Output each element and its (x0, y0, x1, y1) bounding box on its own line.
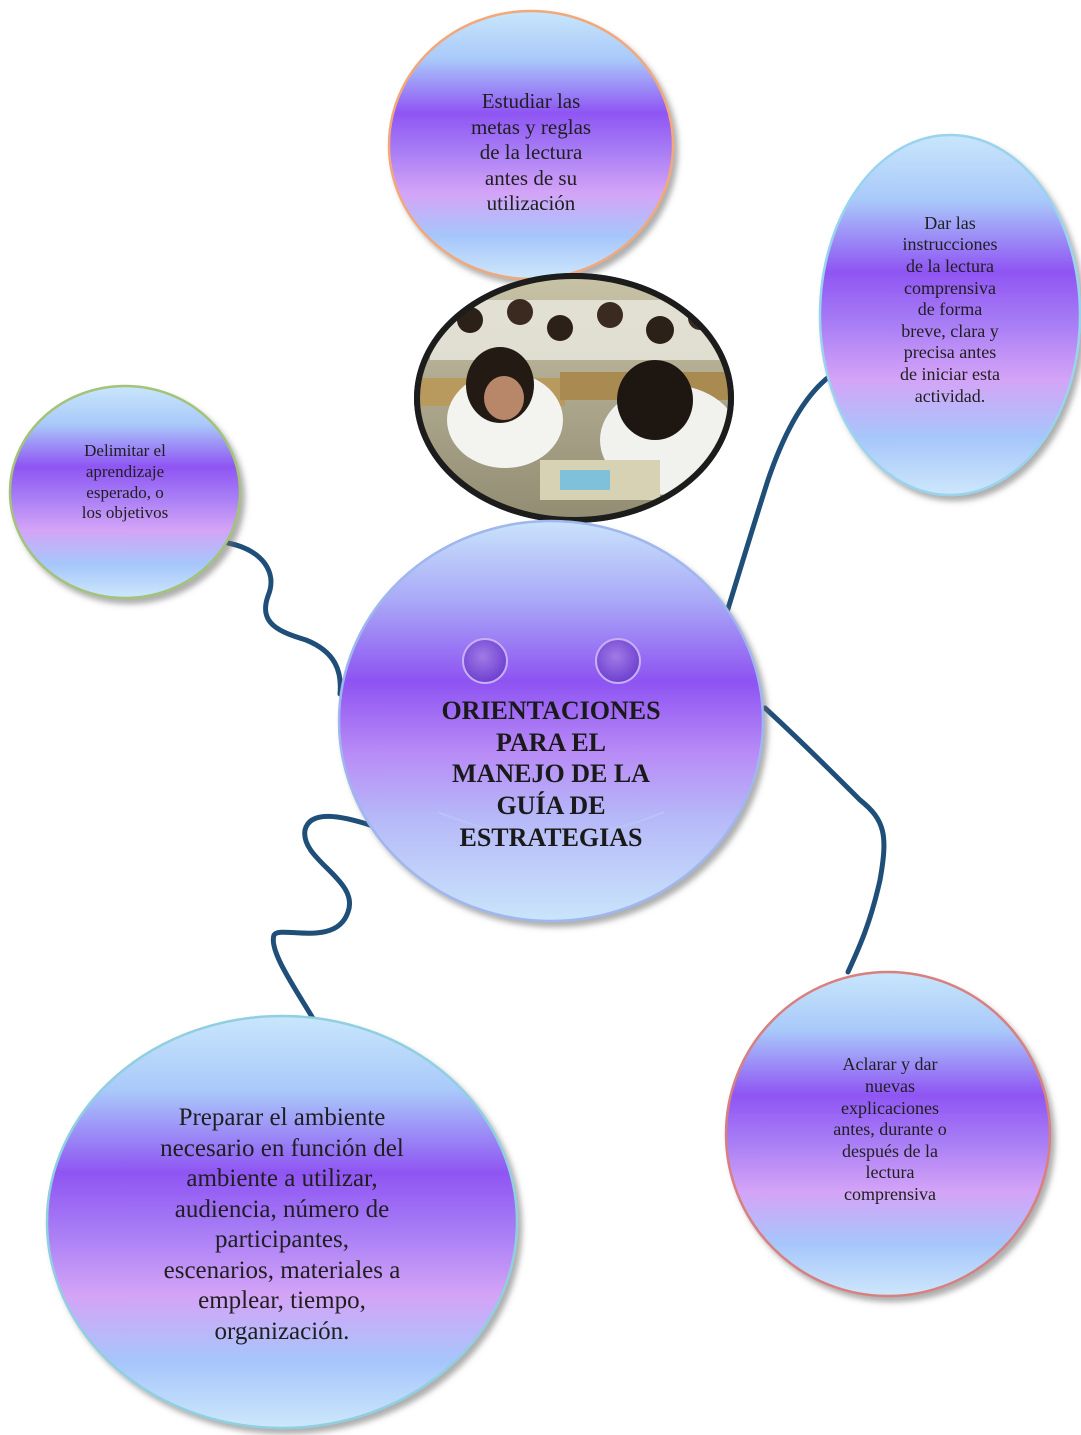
center-bubble (337, 519, 765, 923)
text-line: Preparar el ambiente (178, 1104, 386, 1131)
text-line: aprendizaje (85, 461, 165, 481)
text-line: participantes, (215, 1226, 349, 1253)
bubble-bottom-right (724, 970, 1052, 1298)
text-line: ambiente a utilizar, (186, 1165, 378, 1192)
bubble-bottom-left-text: Preparar el ambiente necesario en funció… (122, 1095, 442, 1355)
bubble-top-right (818, 133, 1081, 497)
connector-bottom-right (762, 705, 887, 975)
left-eye (462, 638, 508, 684)
text-line: lectura (865, 1162, 915, 1183)
smile (437, 811, 665, 837)
title-line: MANEJO DE LA (452, 759, 650, 789)
text-line: los objetivos (81, 503, 169, 523)
title-line: ORIENTACIONES (441, 696, 661, 725)
text-line: precisa antes (903, 342, 997, 363)
text-line: de la lectura (479, 140, 583, 165)
text-line: después de la (842, 1140, 938, 1161)
text-line: nuevas (865, 1076, 915, 1097)
bubble-bottom-left (45, 1014, 519, 1430)
text-line: necesario en función del (160, 1134, 404, 1162)
classroom-photo (414, 273, 734, 523)
text-line: Aclarar y dar (842, 1054, 938, 1075)
connector-bottom-left (270, 813, 376, 1030)
bubble-bottom-right-text: Aclarar y dar nuevas explicaciones antes… (790, 1030, 990, 1230)
text-line: comprensiva (844, 1183, 936, 1204)
bubble-left (8, 384, 242, 600)
title-line: ESTRATEGIAS (459, 822, 643, 852)
center-title: ORIENTACIONES PARA EL MANEJO DE LA GUÍA … (401, 695, 701, 854)
text-line: audiencia, número de (174, 1195, 390, 1223)
text-line: utilización (486, 191, 576, 216)
text-line: actividad. (914, 385, 986, 406)
bubble-top-text: Estudiar las metas y reglas de la lectur… (431, 78, 631, 228)
connectors (225, 373, 887, 1030)
bubble-top-right-text: Dar las instrucciones de la lectura comp… (870, 185, 1030, 435)
bubble-left-text: Delimitar el aprendizaje esperado, o los… (45, 425, 205, 540)
text-line: antes, durante o (833, 1119, 947, 1140)
right-eye (595, 638, 641, 684)
text-line: Delimitar el (84, 441, 166, 461)
text-line: de la lectura (906, 256, 994, 277)
text-line: explicaciones (841, 1097, 939, 1118)
text-line: esperado, o (86, 482, 164, 502)
title-line: GUÍA DE (496, 791, 606, 821)
text-line: organización. (214, 1317, 350, 1345)
text-line: emplear, tiempo, (198, 1287, 366, 1314)
text-line: comprensiva (904, 277, 996, 298)
text-line: antes de su (484, 165, 578, 190)
text-line: de iniciar esta (900, 363, 1000, 384)
text-line: Dar las (924, 212, 976, 233)
text-line: instrucciones (902, 234, 998, 255)
connector-top-right (724, 373, 833, 615)
text-line: breve, clara y (901, 320, 999, 341)
connector-left (225, 540, 343, 697)
text-line: de forma (917, 299, 983, 320)
text-line: metas y reglas (470, 114, 592, 139)
text-line: Estudiar las (481, 88, 581, 113)
text-line: escenarios, materiales a (163, 1256, 401, 1284)
title-line: PARA EL (495, 727, 607, 757)
